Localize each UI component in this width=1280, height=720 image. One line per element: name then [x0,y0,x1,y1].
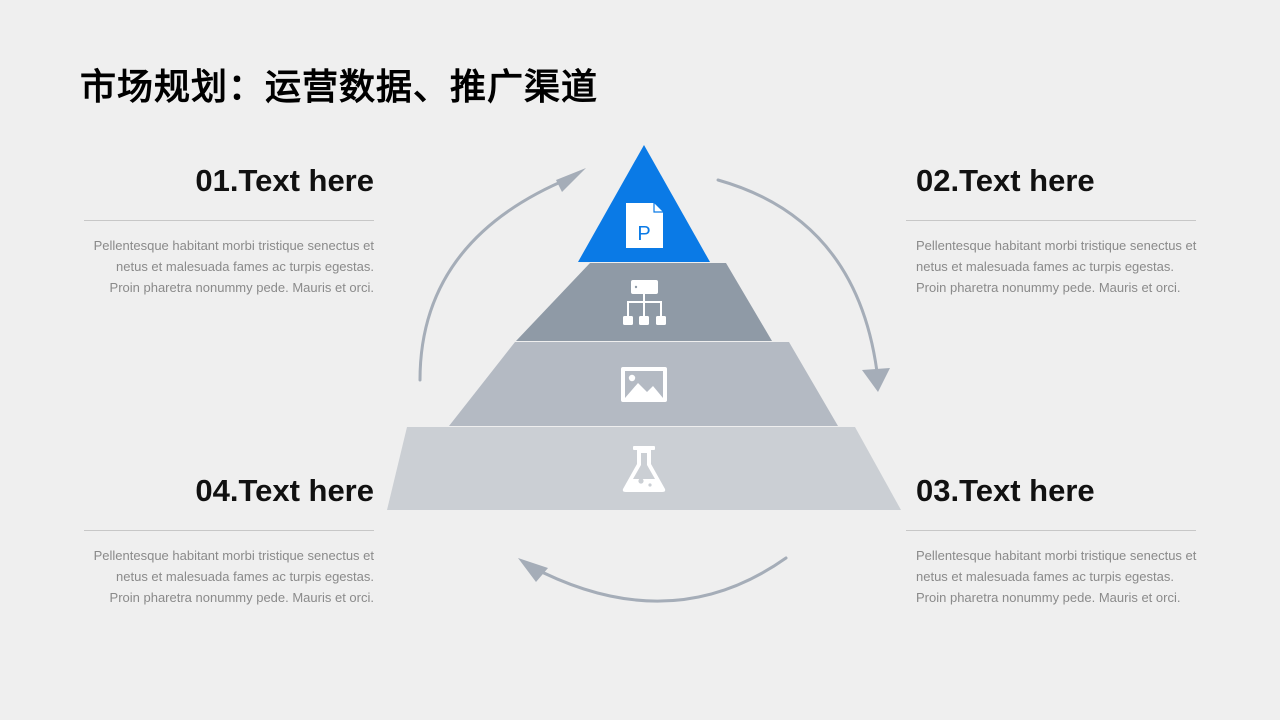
arrowhead-right [862,368,890,392]
body-line: Pellentesque habitant morbi tristique se… [916,548,1197,563]
body-line: Proin pharetra nonummy pede. Mauris et o… [109,590,374,605]
block-body-01: Pellentesque habitant morbi tristique se… [84,235,374,298]
block-heading-02: 02.Text here [916,163,1095,198]
divider-02 [906,220,1196,221]
svg-text:P: P [637,223,650,245]
body-line: Proin pharetra nonummy pede. Mauris et o… [916,590,1181,605]
cycle-arrow-left [418,176,572,382]
divider-03 [906,530,1196,531]
block-heading-01: 01.Text here [195,163,374,198]
body-line: netus et malesuada fames ac turpis egest… [116,259,374,274]
org-chart-icon [623,280,666,325]
block-body-04: Pellentesque habitant morbi tristique se… [84,545,374,608]
block-heading-04: 04.Text here [195,473,374,508]
body-line: netus et malesuada fames ac turpis egest… [916,569,1174,584]
body-line: netus et malesuada fames ac turpis egest… [916,259,1174,274]
arrowhead-bottom [518,558,548,582]
page-title: 市场规划：运营数据、推广渠道 [80,67,599,108]
body-line: Proin pharetra nonummy pede. Mauris et o… [916,280,1181,295]
image-icon [621,367,667,402]
block-body-02: Pellentesque habitant morbi tristique se… [906,235,1196,298]
arrowhead-left [556,168,586,192]
divider-04 [84,530,374,531]
body-line: netus et malesuada fames ac turpis egest… [116,569,374,584]
cycle-arrow-bottom [528,556,788,603]
flask-icon [622,446,666,492]
body-line: Pellentesque habitant morbi tristique se… [916,238,1197,253]
text-block-03: 03.Text here Pellentesque habitant morbi… [906,474,1196,608]
body-line: Proin pharetra nonummy pede. Mauris et o… [109,280,374,295]
text-block-04: 04.Text here Pellentesque habitant morbi… [84,474,374,608]
document-p-icon: P [626,203,663,248]
divider-01 [84,220,374,221]
block-heading-03: 03.Text here [916,473,1095,508]
cycle-arrow-right [716,178,880,382]
text-block-02: 02.Text here Pellentesque habitant morbi… [906,164,1196,298]
text-block-01: 01.Text here Pellentesque habitant morbi… [84,164,374,298]
body-line: Pellentesque habitant morbi tristique se… [93,548,374,563]
block-body-03: Pellentesque habitant morbi tristique se… [906,545,1196,608]
body-line: Pellentesque habitant morbi tristique se… [93,238,374,253]
